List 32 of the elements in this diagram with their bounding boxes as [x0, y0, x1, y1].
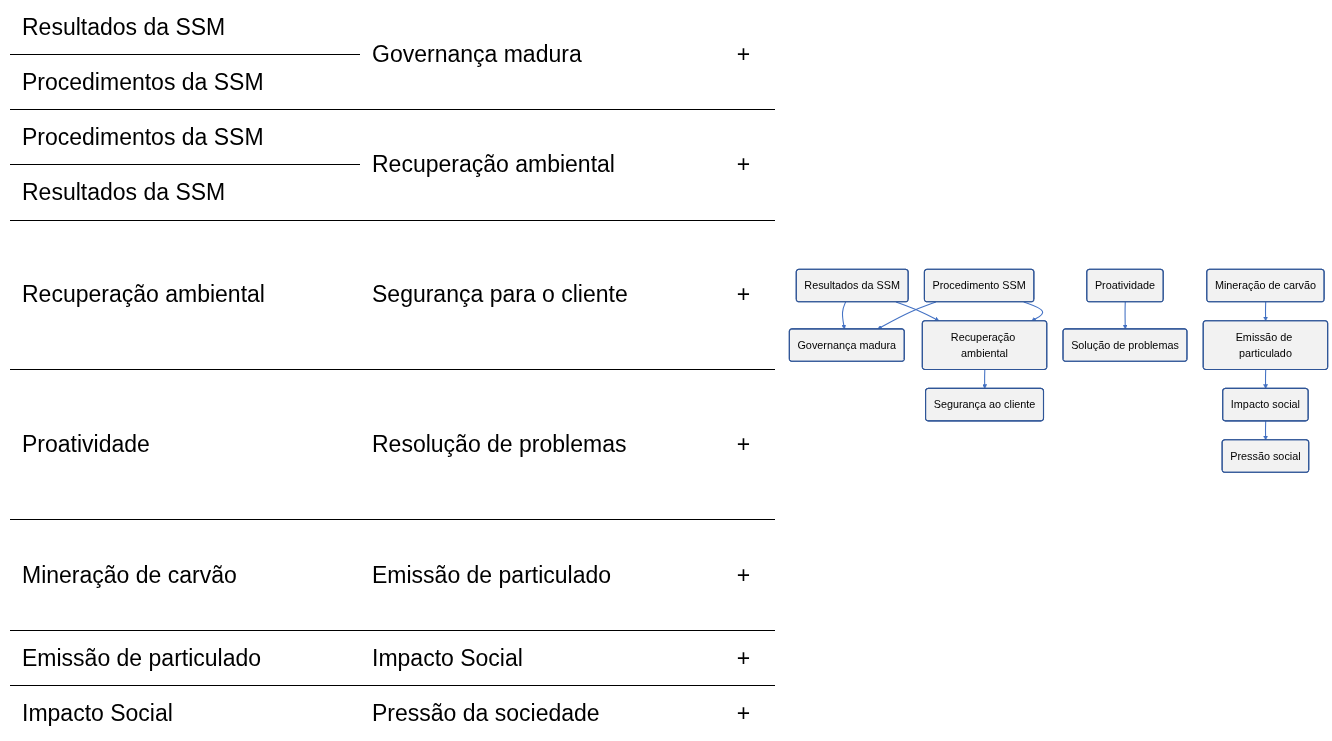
arrow — [982, 368, 988, 389]
table-cell-text: Impacto Social — [22, 700, 173, 728]
table-cell-text: Procedimentos da SSM — [22, 123, 264, 151]
table-cell-text: Emissão de particulado — [372, 561, 612, 589]
table-cell-text: + — [736, 41, 751, 69]
table-cell-text: + — [736, 151, 751, 179]
table-cell-text: Mineração de carvão — [22, 561, 237, 589]
table-cell-text: + — [736, 644, 751, 672]
arrow — [1263, 301, 1268, 321]
table-cell-text: + — [736, 700, 751, 728]
table-cell-text: Emissão de particulado — [22, 644, 262, 672]
table-cell-text: Proatividade — [22, 431, 150, 459]
table-cell-text: Governança madura — [372, 41, 582, 69]
table-cell-text: Resultados da SSM — [22, 178, 226, 206]
table-cell-text: Impacto Social — [372, 644, 523, 672]
arrow — [895, 301, 940, 321]
table-cell-text: Recuperação ambiental — [22, 281, 265, 309]
arrow — [1263, 420, 1268, 440]
arrow — [1263, 368, 1268, 389]
table-cell-text: Pressão da sociedade — [372, 700, 600, 728]
arrow — [1122, 301, 1128, 330]
arrow — [1023, 301, 1044, 321]
arrow — [877, 301, 937, 330]
table-cell-text: + — [736, 281, 751, 309]
arrow — [841, 301, 847, 330]
table-cell-text: Segurança para o cliente — [372, 281, 628, 309]
table-cell-text: Procedimentos da SSM — [22, 68, 264, 96]
table-cell-text: + — [736, 561, 751, 589]
table-cell-text: + — [736, 431, 751, 459]
table-cell-text: Resultados da SSM — [22, 13, 226, 41]
table-cell-text: Recuperação ambiental — [372, 151, 615, 179]
table-cell-text: Resolução de problemas — [372, 431, 627, 459]
